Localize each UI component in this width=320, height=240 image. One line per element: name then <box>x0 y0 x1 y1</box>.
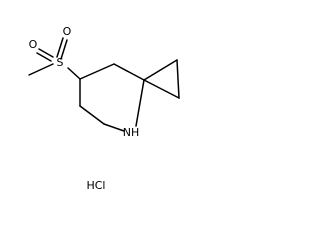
bond-c3-c1 <box>143 79 180 99</box>
bond-s-c7 <box>67 67 81 80</box>
atom-label-oxygen-top: O <box>63 25 72 38</box>
chemical-structure: S O O NH HCl <box>28 25 180 192</box>
bond-s-o-left-2 <box>36 52 52 62</box>
bond-s-o-left-1 <box>38 48 54 58</box>
bond-s-o-top-2 <box>60 39 68 60</box>
bond-c3-n <box>135 79 145 127</box>
bond-c5-c6 <box>79 105 105 125</box>
salt-label: HCl <box>86 179 105 192</box>
bond-s-o-top-1 <box>56 37 64 58</box>
bond-c8-c3 <box>113 63 145 81</box>
bond-s-methyl <box>28 63 54 76</box>
bond-c7-c8 <box>79 63 115 80</box>
atom-label-nitrogen: NH <box>123 126 140 139</box>
atom-label-oxygen-left: O <box>29 38 38 51</box>
atom-label-sulfur: S <box>57 56 64 69</box>
bond-c1-c2 <box>176 59 180 99</box>
bond-c3-c2 <box>143 59 178 81</box>
bond-n-c5 <box>103 123 125 132</box>
